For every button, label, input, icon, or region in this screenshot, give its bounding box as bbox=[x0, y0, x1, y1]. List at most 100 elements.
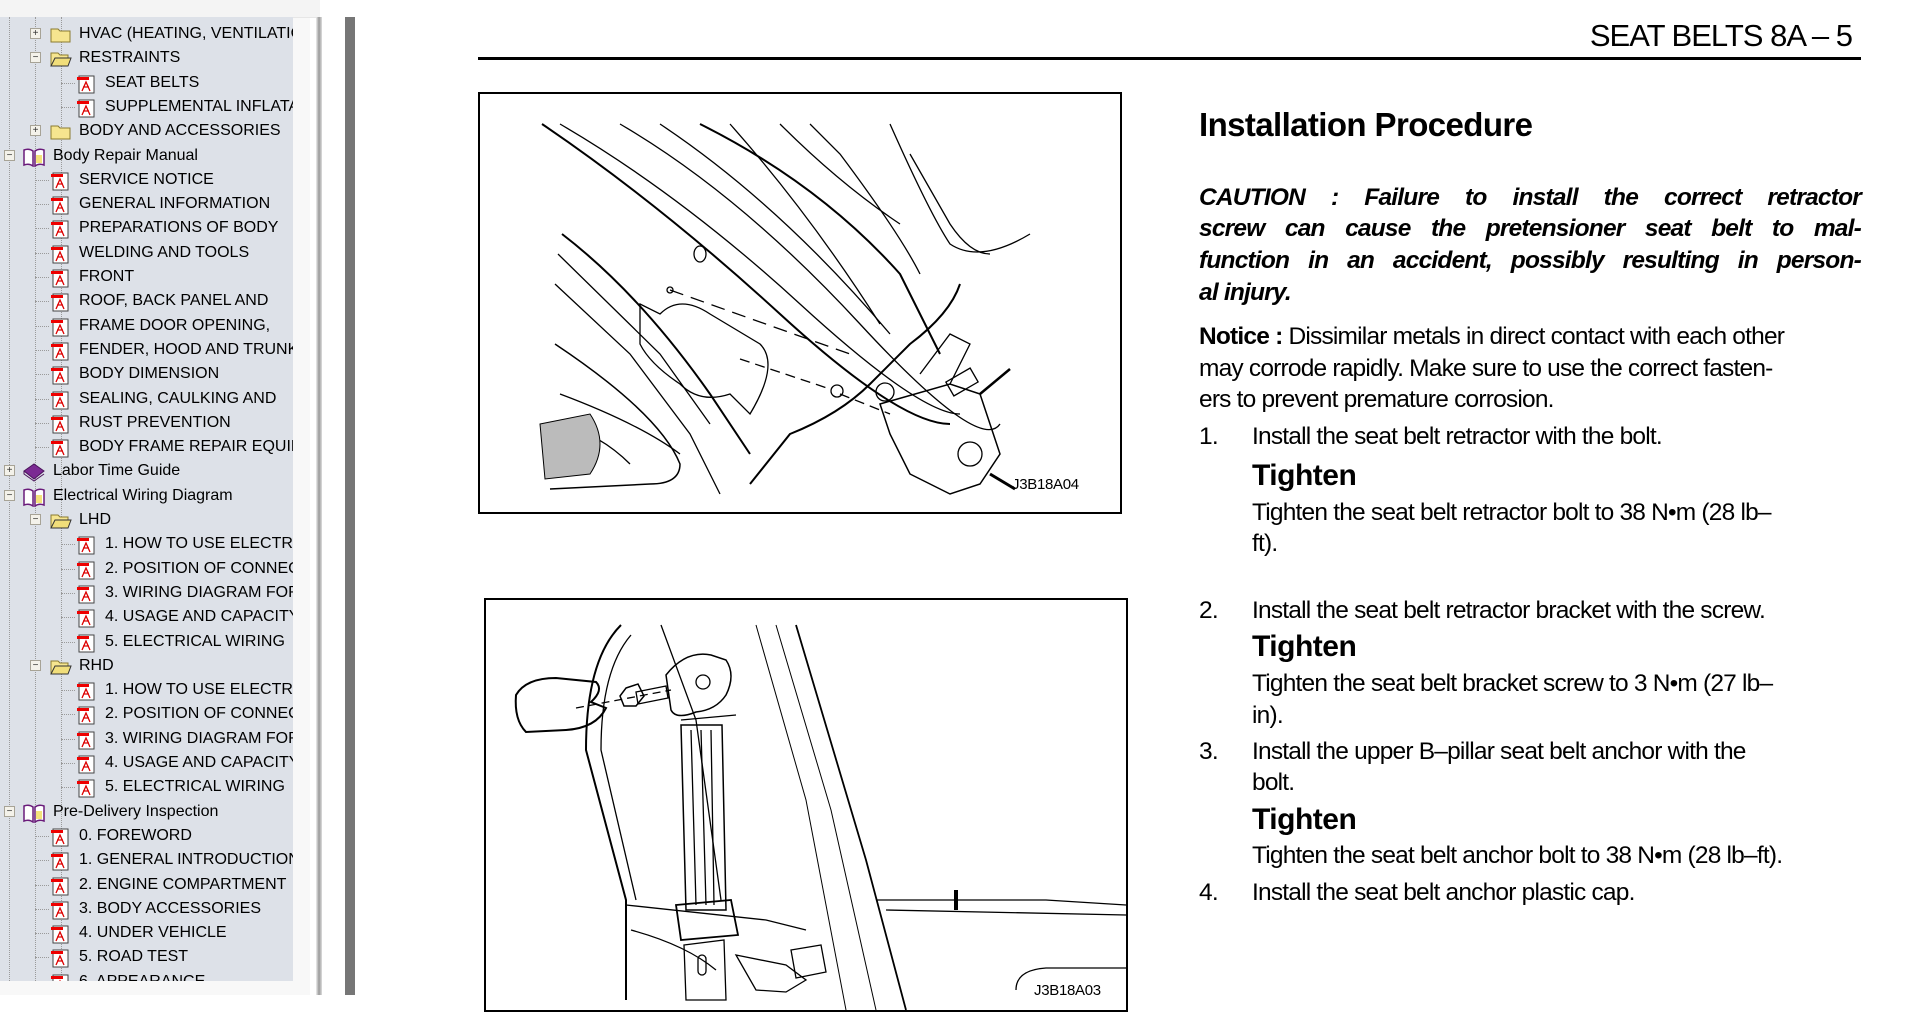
tree-connector bbox=[35, 228, 49, 230]
tree-connector bbox=[35, 179, 49, 181]
figure-anchor-install: J3B18A03 bbox=[484, 598, 1128, 1012]
tree-item[interactable]: 3. WIRING DIAGRAM FOR bbox=[0, 727, 293, 751]
tree-item[interactable]: + Labor Time Guide bbox=[0, 459, 293, 483]
tree-connector bbox=[61, 738, 75, 740]
pdf-file-icon bbox=[76, 584, 96, 612]
tree-item-label: Pre-Delivery Inspection bbox=[53, 802, 219, 820]
folder-open-icon bbox=[50, 511, 72, 537]
tree-item[interactable]: ROOF, BACK PANEL AND bbox=[0, 289, 293, 313]
tree-item[interactable]: FRAME DOOR OPENING, bbox=[0, 314, 293, 338]
tighten-heading: Tighten bbox=[1252, 630, 1357, 663]
tree-item[interactable]: SERVICE NOTICE bbox=[0, 168, 293, 192]
pdf-file-icon bbox=[76, 98, 96, 126]
tree-item[interactable]: 2. POSITION OF CONNECTOR bbox=[0, 702, 293, 726]
pdf-file-icon bbox=[76, 560, 96, 588]
tree-item[interactable]: BODY FRAME REPAIR EQUIPMENT bbox=[0, 435, 293, 459]
folder-open-icon bbox=[50, 657, 72, 683]
tree-item[interactable]: RUST PREVENTION bbox=[0, 411, 293, 435]
tree-item[interactable]: PREPARATIONS OF BODY bbox=[0, 216, 293, 240]
tree-item[interactable]: 5. ELECTRICAL WIRING bbox=[0, 775, 293, 799]
tree-item[interactable]: 5. ELECTRICAL WIRING bbox=[0, 630, 293, 654]
page-header: SEAT BELTS 8A – 5 bbox=[1589, 18, 1853, 53]
tree-item[interactable]: 4. USAGE AND CAPACITY bbox=[0, 751, 293, 775]
pdf-file-icon bbox=[50, 851, 70, 879]
tree-item-label: Body Repair Manual bbox=[53, 146, 198, 164]
tree-item-label: LHD bbox=[79, 511, 112, 528]
step-number: 4. bbox=[1199, 879, 1219, 906]
tree-item[interactable]: − LHD bbox=[0, 508, 293, 532]
step-text: Install the seat belt anchor plastic cap… bbox=[1252, 879, 1635, 906]
sidebar-splitter[interactable] bbox=[316, 17, 322, 995]
tree-item[interactable]: FRONT bbox=[0, 265, 293, 289]
tree-item[interactable]: SEALING, CAULKING AND bbox=[0, 387, 293, 411]
tree-item[interactable]: +BODY AND ACCESSORIES bbox=[0, 119, 293, 143]
pdf-file-icon bbox=[50, 219, 70, 247]
figure-retractor-install: J3B18A04 bbox=[478, 92, 1122, 514]
tree-item-label: FRONT bbox=[79, 268, 135, 285]
collapse-icon[interactable]: − bbox=[4, 149, 15, 161]
tree-item[interactable]: +HVAC (HEATING, VENTILATION bbox=[0, 22, 293, 46]
tree-item[interactable]: 1. HOW TO USE ELECTRICAL bbox=[0, 678, 293, 702]
tree-connector bbox=[35, 374, 49, 376]
tree-item-label: FRAME DOOR OPENING, bbox=[79, 316, 271, 334]
caution-line: CAUTION : Failure to install the correct… bbox=[1199, 184, 1862, 211]
tree-item[interactable]: −RHD bbox=[0, 654, 293, 678]
sidebar-top-edge bbox=[0, 0, 320, 18]
book-icon bbox=[22, 462, 46, 490]
tree-connector bbox=[35, 204, 49, 206]
pdf-file-icon bbox=[50, 268, 70, 296]
tree-item[interactable]: WELDING AND TOOLS bbox=[0, 241, 293, 265]
tree-connector bbox=[35, 908, 49, 910]
expand-icon[interactable]: + bbox=[4, 465, 15, 477]
collapse-icon[interactable]: − bbox=[30, 659, 41, 671]
tree-item[interactable]: 4. UNDER VEHICLE bbox=[0, 921, 293, 945]
tree-item[interactable]: −RESTRAINTS bbox=[0, 46, 293, 70]
tree-connector bbox=[61, 690, 75, 692]
tree-item[interactable]: 2. POSITION OF CONNECTOR bbox=[0, 557, 293, 581]
caution-line: function in an accident, possibly result… bbox=[1199, 247, 1862, 274]
pdf-file-icon bbox=[76, 730, 96, 758]
tree-connector bbox=[61, 106, 75, 108]
tree-item[interactable]: − Pre-Delivery Inspection bbox=[0, 800, 293, 824]
collapse-icon[interactable]: − bbox=[4, 489, 15, 501]
tree-item-label: SERVICE NOTICE bbox=[79, 170, 214, 188]
tree-item-label: 4. USAGE AND CAPACITY bbox=[105, 754, 293, 771]
tree-item-label: BODY DIMENSION bbox=[79, 365, 220, 383]
tree-item[interactable]: SUPPLEMENTAL INFLATABLE bbox=[0, 95, 293, 119]
pdf-file-icon bbox=[50, 827, 70, 855]
tree-item[interactable]: SEAT BELTS bbox=[0, 71, 293, 95]
book-open-icon bbox=[22, 487, 46, 515]
collapse-icon[interactable]: − bbox=[4, 805, 15, 817]
tree-item-label: Labor Time Guide bbox=[53, 462, 181, 480]
tree-item-label: ROOF, BACK PANEL AND bbox=[79, 292, 269, 310]
tree-item[interactable]: 2. ENGINE COMPARTMENT bbox=[0, 873, 293, 897]
tree-item[interactable]: GENERAL INFORMATION bbox=[0, 192, 293, 216]
tree-item[interactable]: 1. GENERAL INTRODUCTION bbox=[0, 848, 293, 872]
tree-item[interactable]: 6. APPEARANCE bbox=[0, 970, 293, 981]
tree-connector bbox=[61, 617, 75, 619]
torque-spec: Tighten the seat belt retractor bolt to … bbox=[1252, 499, 1772, 526]
notice-line: ers to prevent premature corrosion. bbox=[1199, 386, 1554, 413]
tree-item[interactable]: 3. WIRING DIAGRAM FOR bbox=[0, 581, 293, 605]
tree-item[interactable]: 0. FOREWORD bbox=[0, 824, 293, 848]
tree-item[interactable]: 1. HOW TO USE ELECTRICAL bbox=[0, 532, 293, 556]
tree-item[interactable]: BODY DIMENSION bbox=[0, 362, 293, 386]
tree-item[interactable]: 5. ROAD TEST bbox=[0, 945, 293, 969]
tree-item[interactable]: − Body Repair Manual bbox=[0, 144, 293, 168]
expand-icon[interactable]: + bbox=[30, 28, 41, 39]
expand-icon[interactable]: + bbox=[30, 125, 41, 137]
tree-item[interactable]: FENDER, HOOD AND TRUNK bbox=[0, 338, 293, 362]
torque-spec: Tighten the seat belt bracket screw to 3… bbox=[1252, 670, 1773, 697]
tree-item[interactable]: 4. USAGE AND CAPACITY bbox=[0, 605, 293, 629]
tree-item[interactable]: 3. BODY ACCESSORIES bbox=[0, 897, 293, 921]
tree-connector bbox=[61, 641, 75, 643]
torque-spec: Tighten the seat belt anchor bolt to 38 … bbox=[1252, 842, 1783, 869]
collapse-icon[interactable]: − bbox=[30, 514, 41, 525]
tree-item-label: 5. ELECTRICAL WIRING bbox=[105, 632, 285, 650]
pdf-file-icon bbox=[50, 341, 70, 369]
tighten-heading: Tighten bbox=[1252, 459, 1357, 492]
collapse-icon[interactable]: − bbox=[30, 52, 41, 64]
tree-item[interactable]: −Electrical Wiring Diagram bbox=[0, 484, 293, 508]
